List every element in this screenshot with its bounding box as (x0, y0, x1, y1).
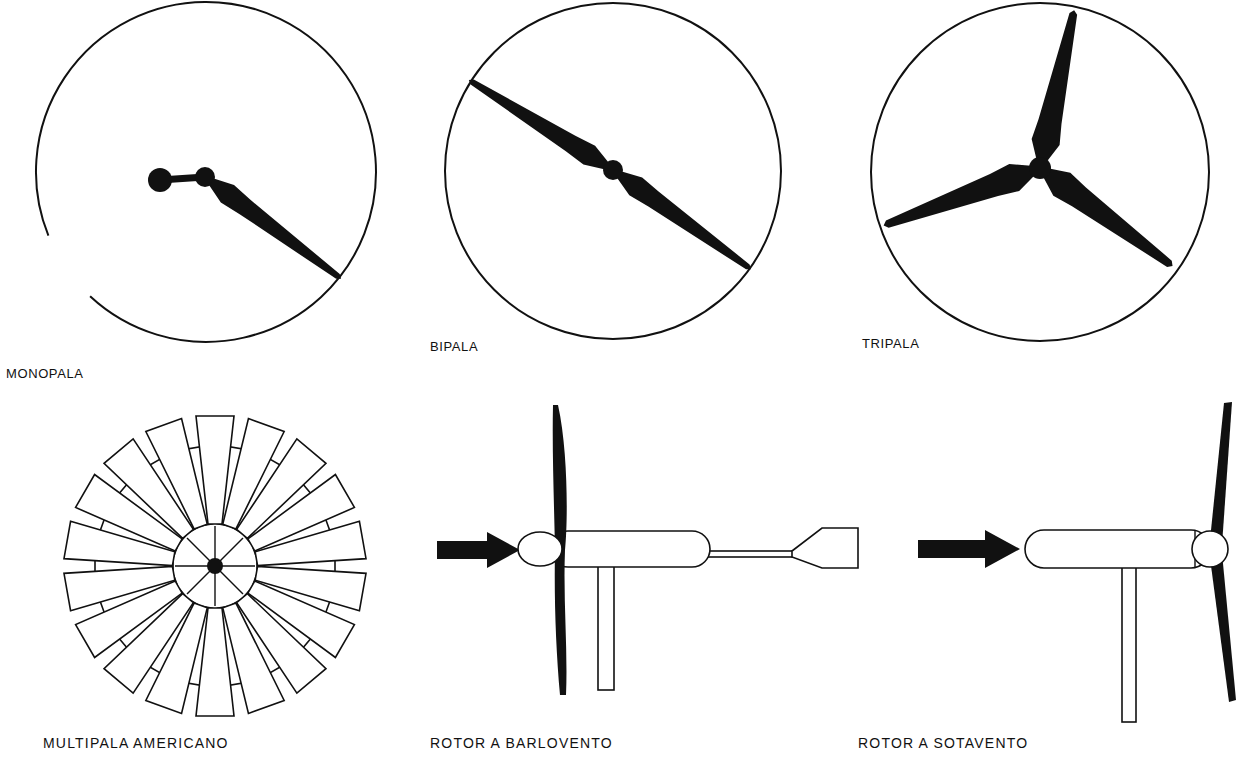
blade (463, 71, 612, 176)
blade (1038, 161, 1181, 277)
blade (1028, 7, 1088, 163)
tail-boom (705, 551, 793, 557)
tail-vane (792, 528, 858, 568)
spinner (1192, 531, 1228, 567)
rotor-type-label: TRIPALA (862, 336, 919, 352)
rotor-circle (36, 2, 376, 342)
downwind-rotor-figure (918, 402, 1236, 722)
blade (146, 419, 219, 533)
tower (598, 566, 614, 690)
blade (613, 166, 757, 278)
wind-arrow (437, 532, 520, 568)
blade (205, 173, 348, 288)
multipala-figure (64, 416, 366, 716)
rotor-type-label: MULTIPALA AMERICANO (43, 735, 229, 752)
spokes (175, 526, 255, 606)
upwind-rotor-figure (437, 405, 858, 695)
bipala-figure (445, 3, 781, 339)
rotor-type-label: MONOPALA (6, 366, 84, 382)
tower (1122, 567, 1136, 722)
rotor-type-label: ROTOR A SOTAVENTO (858, 735, 1028, 752)
rotor-type-label: ROTOR A BARLOVENTO (430, 735, 613, 752)
counterweight (148, 168, 172, 192)
tripala-figure (871, 3, 1209, 341)
hub (1029, 157, 1051, 179)
rotor-type-label: BIPALA (430, 339, 478, 355)
nacelle (550, 531, 710, 567)
blade (1210, 402, 1232, 545)
hub (603, 160, 623, 180)
spinner (518, 532, 562, 566)
hub (207, 558, 223, 574)
wind-arrow (918, 530, 1020, 568)
rotor-circle (445, 3, 781, 339)
nacelle (1025, 530, 1210, 568)
monopala-figure (36, 2, 376, 342)
blade (1210, 553, 1236, 702)
rotor-circle (871, 3, 1209, 341)
blade (879, 157, 1038, 239)
